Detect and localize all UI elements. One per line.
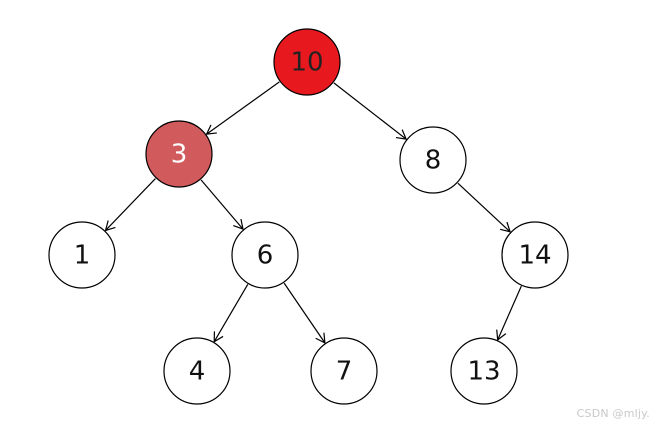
edge-n6-to-n7 <box>283 282 326 344</box>
tree-node-6: 6 <box>231 221 299 289</box>
nodes-layer: 10 3 8 1 6 14 4 7 13 <box>48 28 569 405</box>
node-label-4: 4 <box>189 357 206 387</box>
tree-node-10: 10 <box>273 28 341 96</box>
node-label-3: 3 <box>171 140 188 170</box>
edge-n14-to-n13 <box>496 285 522 342</box>
node-circle-1 <box>48 221 116 289</box>
edge-n10-to-n3 <box>205 81 280 135</box>
node-circle-3 <box>145 120 213 188</box>
edges-layer <box>104 81 522 344</box>
node-circle-7 <box>310 337 378 405</box>
tree-node-8: 8 <box>399 126 467 194</box>
tree-node-1: 1 <box>48 221 116 289</box>
node-circle-13 <box>450 337 518 405</box>
node-label-7: 7 <box>336 357 353 387</box>
watermark: CSDN @mljy. <box>576 407 650 420</box>
edge-n6-to-n4 <box>213 284 249 343</box>
node-circle-4 <box>163 337 231 405</box>
tree-node-3: 3 <box>145 120 213 188</box>
node-label-10: 10 <box>290 48 323 78</box>
tree-node-13: 13 <box>450 337 518 405</box>
tree-node-7: 7 <box>310 337 378 405</box>
tree-node-4: 4 <box>163 337 231 405</box>
node-circle-10 <box>273 28 341 96</box>
node-label-8: 8 <box>425 146 442 176</box>
node-label-1: 1 <box>74 241 91 271</box>
node-label-14: 14 <box>518 241 551 271</box>
node-label-13: 13 <box>467 357 500 387</box>
tree-node-14: 14 <box>501 221 569 289</box>
node-circle-14 <box>501 221 569 289</box>
node-circle-6 <box>231 221 299 289</box>
node-circle-8 <box>399 126 467 194</box>
edge-n3-to-n1 <box>104 178 156 232</box>
node-label-6: 6 <box>257 241 274 271</box>
edge-n10-to-n8 <box>333 82 408 140</box>
edge-n3-to-n6 <box>200 179 244 231</box>
edge-n8-to-n14 <box>457 182 512 233</box>
